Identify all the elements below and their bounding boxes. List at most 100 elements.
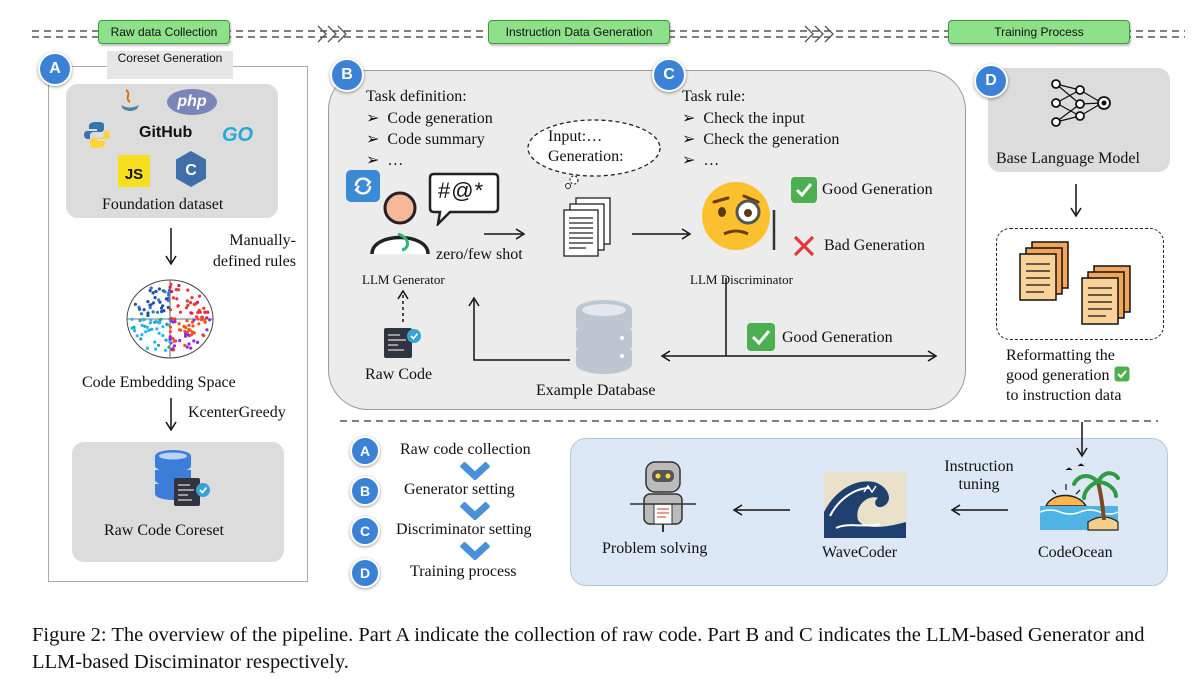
coreset-generation-label: Coreset Generation <box>107 51 233 79</box>
embedding-point <box>161 325 165 329</box>
embedding-point <box>187 342 191 346</box>
embedding-point <box>144 330 148 334</box>
embedding-point <box>130 317 134 321</box>
embedding-point <box>158 321 162 325</box>
embedding-point <box>170 347 174 352</box>
raw-code-coreset-label: Raw Code Coreset <box>104 522 224 539</box>
good-generation-label: Good Generation <box>822 181 933 198</box>
legend-label-d: Training process <box>410 563 517 580</box>
documents-icon <box>563 197 611 257</box>
embedding-point <box>164 338 168 342</box>
embedding-point <box>157 298 161 302</box>
code-file-check-icon <box>174 478 210 506</box>
embedding-point <box>142 308 146 312</box>
cpp-icon: C <box>176 151 206 187</box>
embedding-point <box>168 335 172 339</box>
embedding-point <box>133 329 137 333</box>
embedding-point <box>187 323 191 327</box>
embedding-point <box>171 296 175 300</box>
example-database-icon <box>576 300 632 374</box>
badge-b: B <box>330 58 364 92</box>
embedding-point <box>200 315 204 319</box>
embedding-point <box>183 343 187 347</box>
arrow-embedding-to-coreset <box>165 398 177 432</box>
cross-icon <box>793 235 815 257</box>
arrow-generator-to-docs <box>484 228 526 240</box>
embedding-point <box>189 346 193 350</box>
embedding-point <box>140 323 144 327</box>
embedding-point <box>191 331 196 335</box>
embedding-point <box>176 304 180 308</box>
embedding-point <box>153 320 157 324</box>
embedding-point <box>184 332 188 336</box>
good-generation-bottom-label: Good Generation <box>782 329 893 346</box>
embedding-point <box>196 317 200 321</box>
javascript-icon: JS <box>118 155 150 187</box>
instruction-tuning-label: Instruction tuning <box>944 458 1014 493</box>
embedding-point <box>148 289 152 293</box>
embedding-point <box>192 339 196 343</box>
embedding-point <box>151 291 155 295</box>
legend-label-c: Discriminator setting <box>396 521 532 538</box>
check-icon <box>791 177 817 203</box>
embedding-point <box>151 301 155 305</box>
embedding-sphere-icon <box>126 279 214 359</box>
arrow-database-to-generator <box>468 296 570 361</box>
embedding-point <box>178 339 182 343</box>
speech-symbols: #@* <box>438 178 485 203</box>
embedding-point <box>156 343 161 347</box>
embedding-point <box>184 325 188 330</box>
embedding-point <box>172 339 176 343</box>
arrow-rawcode-to-generator <box>397 290 409 322</box>
check-icon-bottom <box>747 323 775 351</box>
embedding-point <box>188 328 192 332</box>
legend-badge-b: B <box>350 476 380 506</box>
embedding-point <box>132 325 136 329</box>
check-icon-small <box>1114 366 1130 382</box>
embedding-point <box>197 322 201 326</box>
legend-chevron <box>460 462 490 480</box>
task-definition-title: Task definition: <box>366 88 467 105</box>
embedding-point <box>141 317 145 322</box>
embedding-point <box>199 318 204 322</box>
embedding-point <box>147 328 151 332</box>
thought-input: Input:… <box>548 128 603 145</box>
embedding-point <box>135 334 139 338</box>
svg-text:C: C <box>185 162 197 179</box>
embedding-point <box>168 308 173 312</box>
legend-badge-a: A <box>350 436 380 466</box>
stage-instruction-data-generation: Instruction Data Generation <box>488 20 670 44</box>
embedding-point <box>189 311 193 315</box>
embedding-point <box>170 290 174 294</box>
embedding-point <box>149 303 153 307</box>
go-icon: GO <box>222 124 254 146</box>
wave-icon <box>824 472 906 538</box>
embedding-point <box>146 313 150 318</box>
arrow-docs-to-discriminator <box>632 228 692 240</box>
badge-a: A <box>38 52 72 86</box>
task-rule-item: ➢ … <box>682 152 720 169</box>
task-definition-list: ➢ Code generation ➢ Code summary ➢ … <box>366 108 493 171</box>
embedding-point <box>139 337 143 341</box>
embedding-point <box>161 304 165 308</box>
reformatting-line: Reformatting the <box>1006 347 1115 364</box>
embedding-point <box>171 320 175 324</box>
figure-caption: Figure 2: The overview of the pipeline. … <box>32 624 1145 673</box>
task-definition-item: ➢ Code generation <box>366 110 493 127</box>
legend-badge-c: C <box>350 516 380 546</box>
embedding-point <box>138 319 142 323</box>
embedding-point <box>155 310 160 314</box>
embedding-point <box>151 310 155 314</box>
task-rule-list: ➢ Check the input ➢ Check the generation… <box>682 108 839 171</box>
embedding-point <box>168 285 172 289</box>
arrow-codeocean-to-wavecoder <box>950 504 1008 516</box>
embedding-point <box>153 340 157 344</box>
codeocean-label: CodeOcean <box>1038 544 1113 561</box>
legend-badge-d: D <box>350 558 380 588</box>
orange-documents-icon <box>1019 241 1131 325</box>
embedding-point <box>158 318 162 322</box>
embedding-point <box>163 348 168 352</box>
embedding-point <box>183 329 187 333</box>
reformat-box <box>996 228 1164 340</box>
embedding-point <box>173 317 177 321</box>
